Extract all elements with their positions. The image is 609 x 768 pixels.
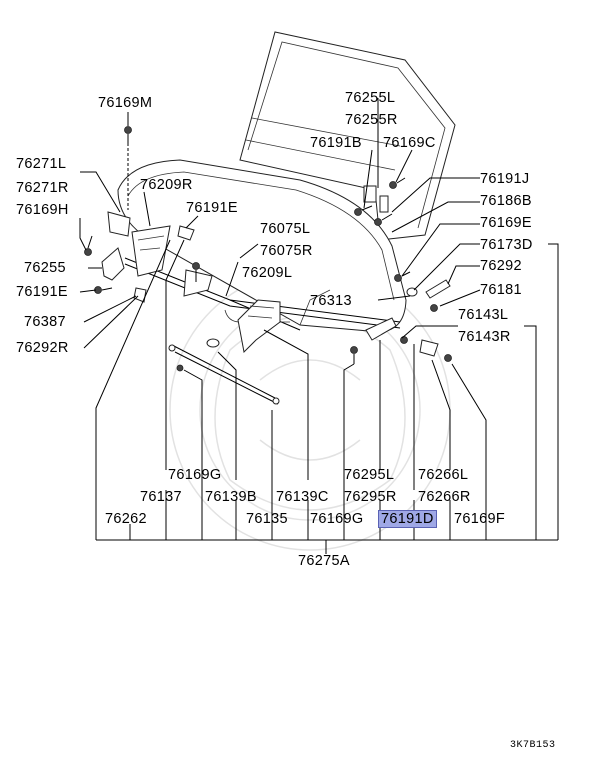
label-76075R: 76075R xyxy=(260,243,313,259)
label-76135: 76135 xyxy=(246,511,288,527)
label-76186B: 76186B xyxy=(480,193,532,209)
label-76191J: 76191J xyxy=(480,171,530,187)
small-parts xyxy=(101,185,451,357)
label-76169H: 76169H xyxy=(16,202,69,218)
label-76266R: 76266R xyxy=(418,489,471,505)
label-76169M: 76169M xyxy=(98,95,153,111)
bolt-76169H xyxy=(84,235,93,256)
label-76169G-upper: 76169G xyxy=(168,467,222,483)
bolt-76191E-top xyxy=(192,262,200,282)
label-76255: 76255 xyxy=(24,260,66,276)
bolt-76191E-left xyxy=(94,286,113,294)
bolt-76181 xyxy=(430,304,438,312)
label-76191E-left: 76191E xyxy=(16,284,68,300)
label-76266L: 76266L xyxy=(418,467,469,483)
label-76075L: 76075L xyxy=(260,221,311,237)
diagram-code: 3K7B153 xyxy=(510,740,556,751)
label-76271L: 76271L xyxy=(16,156,67,172)
label-76169E: 76169E xyxy=(480,215,532,231)
label-76139B: 76139B xyxy=(205,489,257,505)
bolt-76169E xyxy=(394,271,411,282)
label-76295L: 76295L xyxy=(344,467,395,483)
label-76295R: 76295R xyxy=(344,489,397,505)
bolt-76169M xyxy=(124,126,132,146)
label-76292: 76292 xyxy=(480,258,522,274)
label-76143R: 76143R xyxy=(458,329,511,345)
label-76387: 76387 xyxy=(24,314,66,330)
bolt-76169C xyxy=(389,177,406,189)
fasteners xyxy=(84,126,452,372)
label-76255L: 76255L xyxy=(345,90,396,106)
label-76191E-top: 76191E xyxy=(186,200,238,216)
bolt-76169G xyxy=(350,346,358,364)
bolt-76191D xyxy=(400,336,408,344)
bolt-76137 xyxy=(176,364,184,372)
label-76271R: 76271R xyxy=(16,180,69,196)
label-76137: 76137 xyxy=(140,489,182,505)
label-76313: 76313 xyxy=(310,293,352,309)
label-76191D-highlighted[interactable]: 76191D xyxy=(378,510,437,528)
leader-lines xyxy=(79,98,559,554)
label-76191B: 76191B xyxy=(310,135,362,151)
label-76169F: 76169F xyxy=(454,511,505,527)
label-76143L: 76143L xyxy=(458,307,509,323)
label-76169C: 76169C xyxy=(383,135,436,151)
label-76275A: 76275A xyxy=(298,553,350,569)
bolt-76191J xyxy=(374,213,393,226)
label-76209R: 76209R xyxy=(140,177,193,193)
label-76173D: 76173D xyxy=(480,237,533,253)
label-76169G-lower: 76169G xyxy=(310,511,364,527)
label-76209L: 76209L xyxy=(242,265,293,281)
bolt-76169F xyxy=(444,354,452,362)
label-76181: 76181 xyxy=(480,282,522,298)
label-76139C: 76139C xyxy=(276,489,329,505)
label-76255R: 76255R xyxy=(345,112,398,128)
seat-frame xyxy=(124,257,401,405)
label-76292R: 76292R xyxy=(16,340,69,356)
label-76262: 76262 xyxy=(105,511,147,527)
bolt-76191B xyxy=(354,205,373,216)
